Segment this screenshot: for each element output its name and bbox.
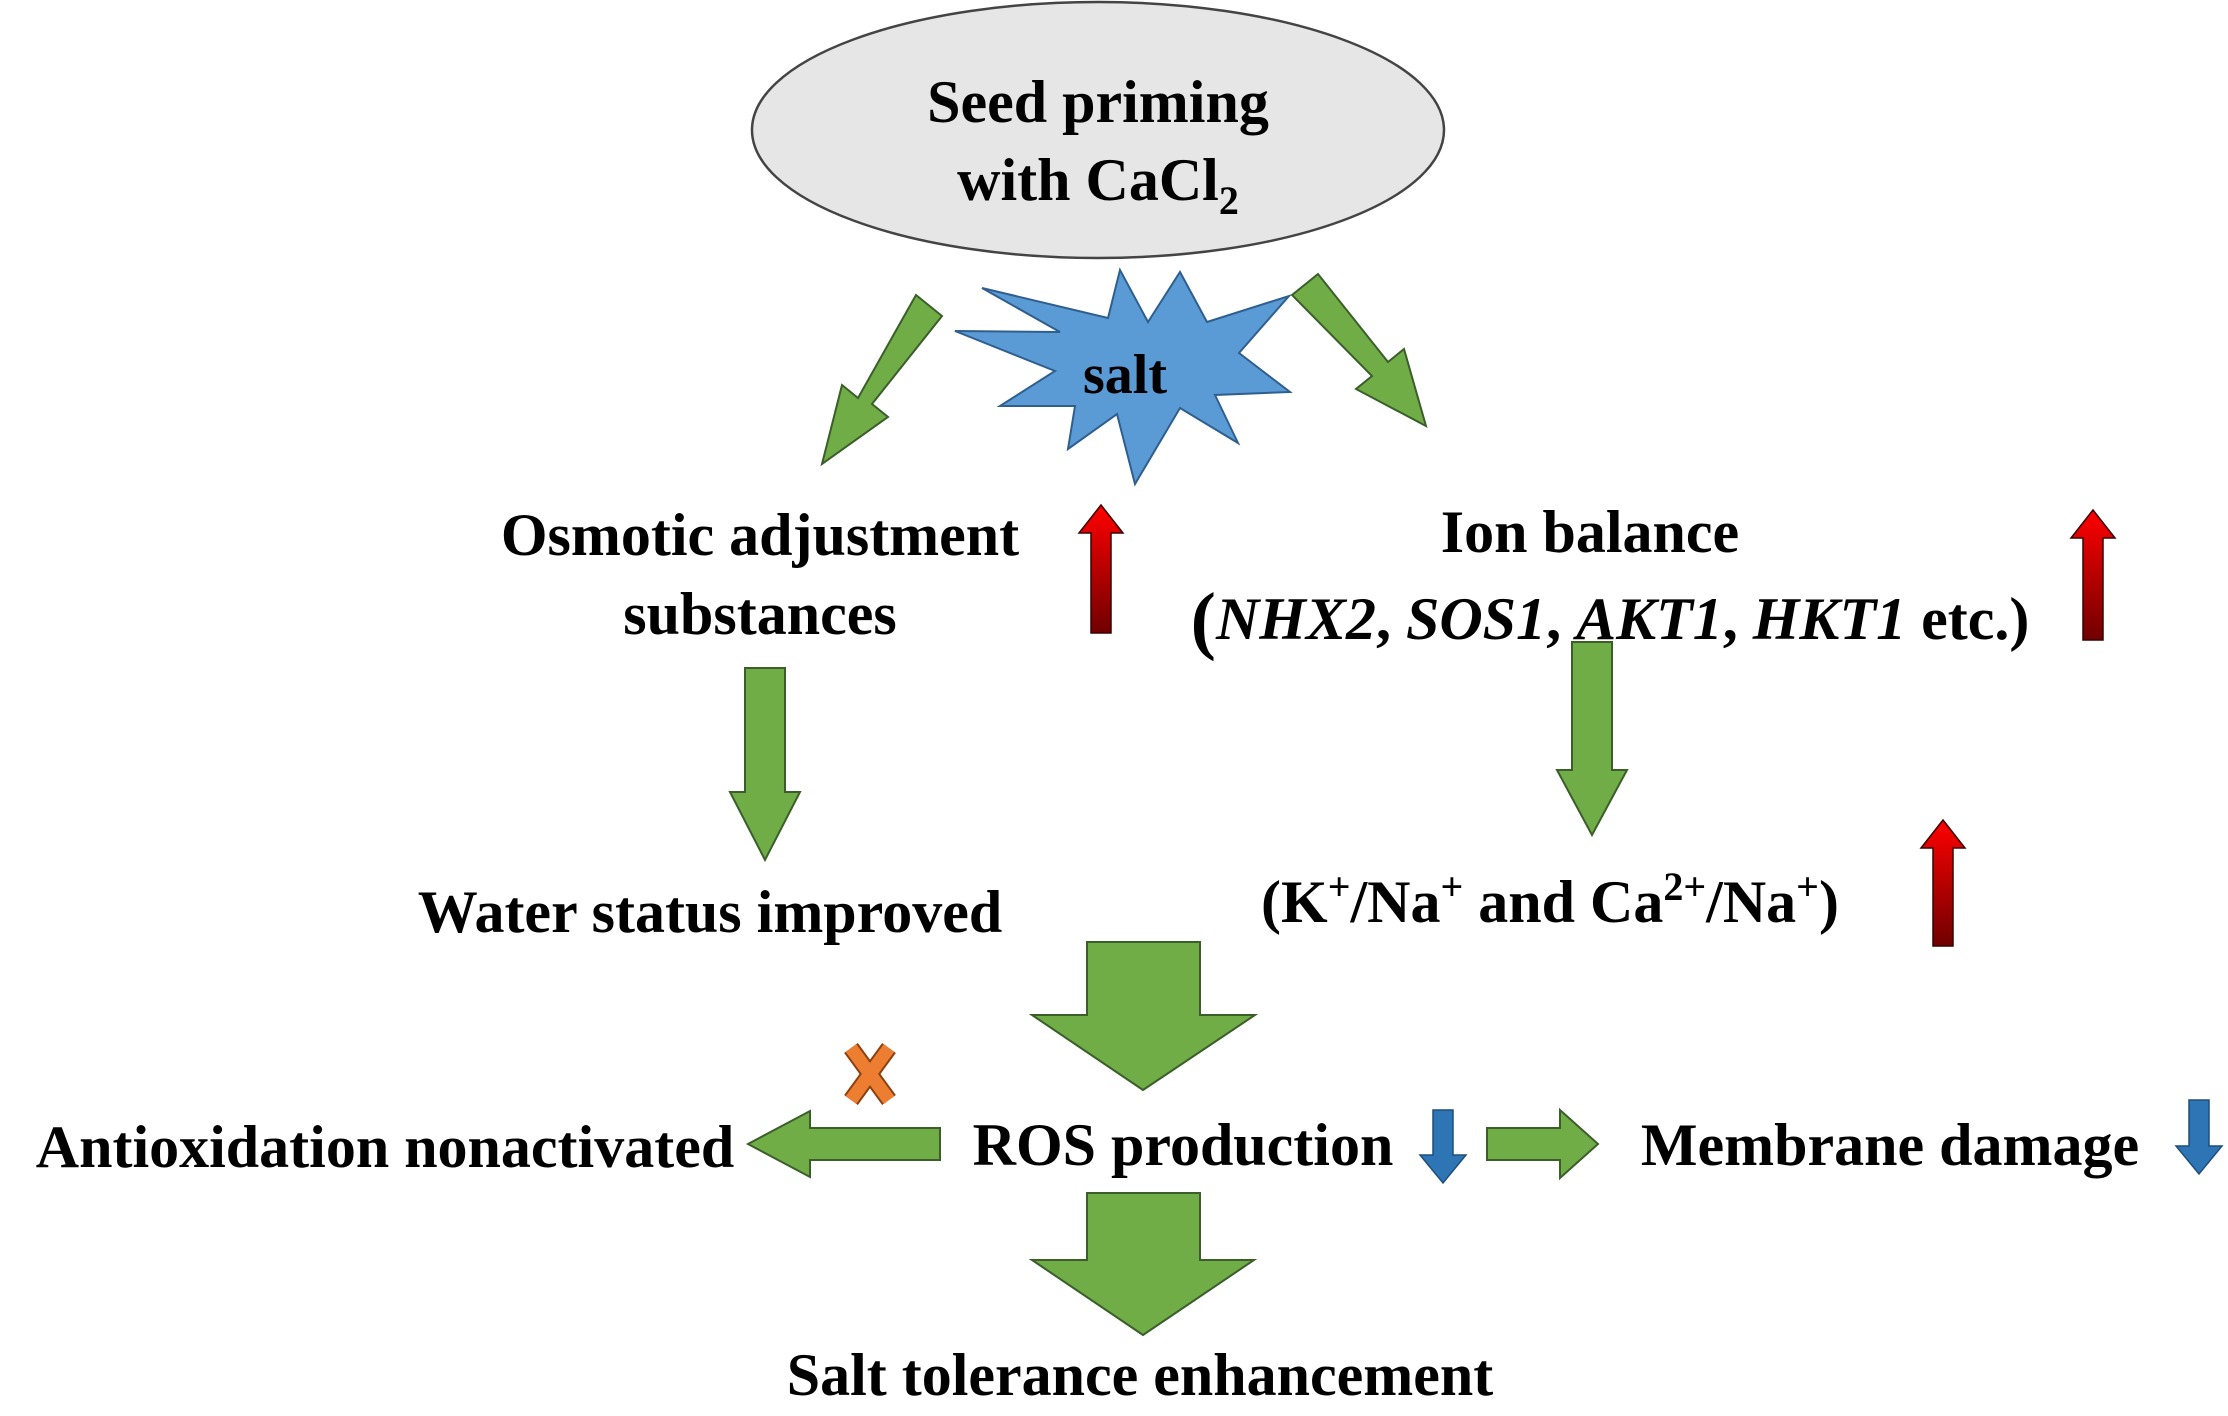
ion-balance-line1: Ion balance <box>1440 499 1740 565</box>
ros-production-label: ROS production <box>948 1115 1418 1175</box>
osmotic-label-line1: Osmotic adjustment <box>460 505 1060 565</box>
ion-ratio-label: (K+/Na+ and Ca2+/Na+) <box>1210 867 1890 935</box>
salt-tolerance-label: Salt tolerance enhancement <box>690 1345 1590 1405</box>
seed-priming-label-line2: with CaCl2 <box>898 147 1298 221</box>
osmotic-line1: Osmotic adjustment <box>500 502 1020 568</box>
salt-tolerance-text: Salt tolerance enhancement <box>786 1342 1494 1408</box>
ratio-part2: /Na <box>1350 869 1441 935</box>
antioxidation-label: Antioxidation nonactivated <box>5 1117 765 1177</box>
osmotic-label-line2: substances <box>460 584 1060 644</box>
gene-list-open-paren: ( <box>1190 578 1216 662</box>
seed-priming-line1: Seed priming <box>927 69 1269 135</box>
gene-sos1: SOS1 <box>1405 586 1547 652</box>
arrow-to-membrane <box>1486 1107 1600 1181</box>
gene-sep-3: , <box>1722 586 1753 652</box>
arrow-to-ion-balance <box>1290 272 1428 428</box>
ratio-part5: ) <box>1818 869 1839 935</box>
ratio-sup2: + <box>1440 864 1464 909</box>
arrow-to-antioxidation <box>745 1109 941 1179</box>
ratio-sup4: + <box>1796 864 1819 909</box>
gene-akt1: AKT1 <box>1576 586 1723 652</box>
arrow-to-osmotic <box>820 293 944 467</box>
seed-priming-subscript: 2 <box>1218 178 1239 223</box>
seed-priming-line2: with CaCl <box>957 147 1219 213</box>
gene-nhx2: NHX2 <box>1215 586 1376 652</box>
salt-text: salt <box>1083 344 1167 406</box>
osmotic-increase-up-arrow-icon <box>1077 503 1125 634</box>
arrow-to-salt-tolerance <box>1028 1192 1258 1337</box>
ion-balance-gene-list: (NHX2, SOS1, AKT1, HKT1 etc.) <box>1150 582 2070 658</box>
ratio-part1: (K <box>1261 869 1328 935</box>
ratio-increase-up-arrow-icon <box>1919 818 1967 947</box>
gene-sep-1: , <box>1375 586 1406 652</box>
ion-balance-increase-up-arrow-icon <box>2069 508 2117 641</box>
arrow-to-ros <box>1028 941 1259 1092</box>
salt-label: salt <box>1040 347 1210 403</box>
membrane-damage-text: Membrane damage <box>1640 1112 2140 1178</box>
arrow-to-ratio <box>1555 641 1629 838</box>
seed-priming-label: Seed priming <box>898 72 1298 132</box>
ratio-part3: and Ca <box>1463 869 1664 935</box>
gene-sep-2: , <box>1546 586 1577 652</box>
ros-production-text: ROS production <box>972 1112 1394 1178</box>
water-status-text: Water status improved <box>417 879 1003 945</box>
seed-priming-ellipse <box>750 0 1446 260</box>
gene-hkt1: HKT1 <box>1752 586 1907 652</box>
arrow-to-water-status <box>728 667 802 863</box>
membrane-damage-label: Membrane damage <box>1610 1115 2170 1175</box>
salt-starburst-icon <box>954 267 1293 487</box>
gene-list-suffix: etc.) <box>1906 586 2030 652</box>
membrane-decrease-down-arrow-icon <box>2174 1099 2224 1176</box>
osmotic-line2: substances <box>623 581 897 647</box>
antioxidation-blocked-x-icon <box>844 1042 896 1106</box>
ratio-sup1: + <box>1327 864 1351 909</box>
water-status-label: Water status improved <box>380 882 1040 942</box>
ratio-sup3: 2+ <box>1663 864 1707 909</box>
ion-balance-label-line1: Ion balance <box>1290 502 1890 562</box>
ros-decrease-down-arrow-icon <box>1418 1109 1468 1185</box>
antioxidation-text: Antioxidation nonactivated <box>35 1114 735 1180</box>
ratio-part4: /Na <box>1706 869 1797 935</box>
